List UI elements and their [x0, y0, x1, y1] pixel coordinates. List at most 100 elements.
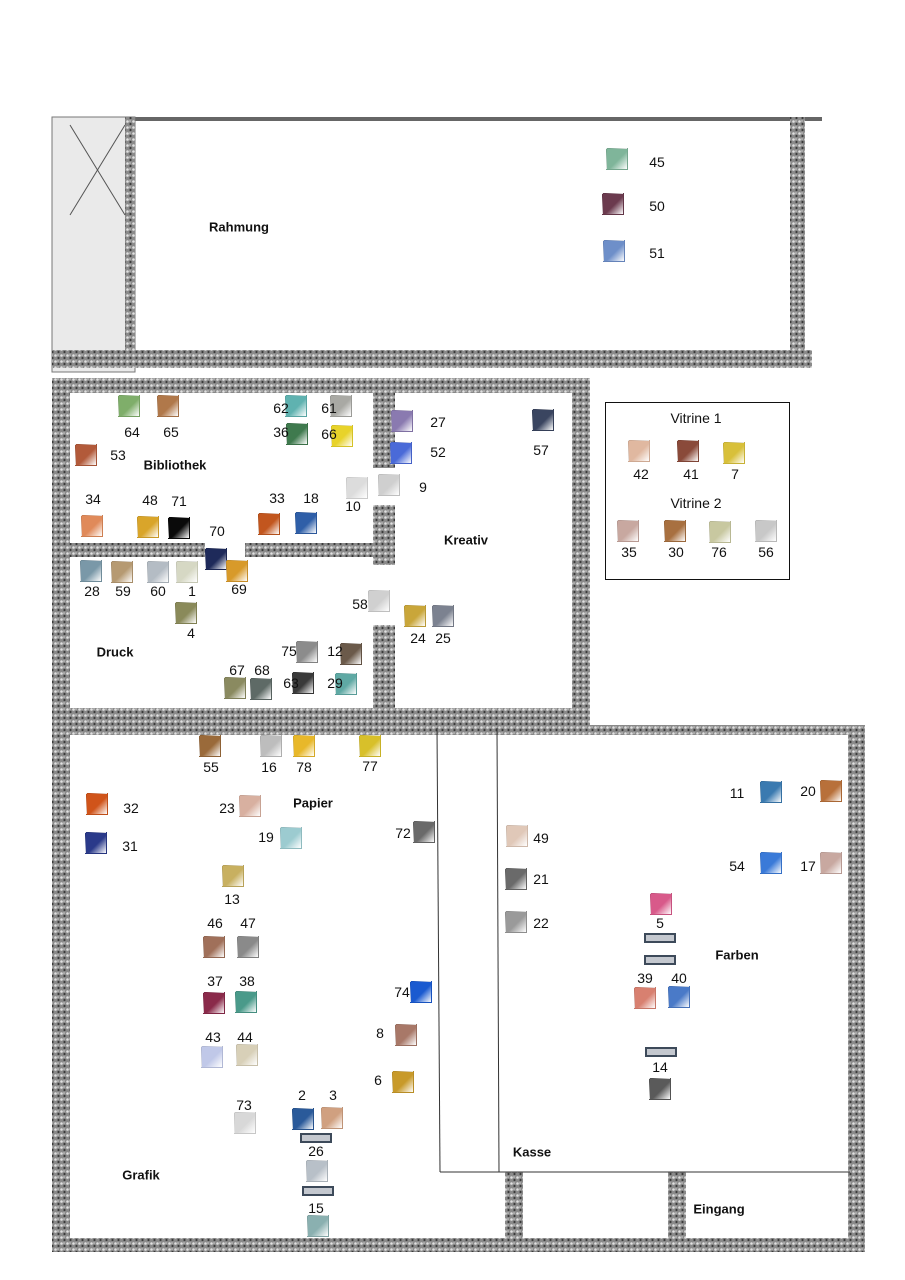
artwork-thumbnail-51[interactable]: [603, 240, 625, 262]
artwork-thumbnail-32[interactable]: [86, 793, 108, 815]
artwork-number-69: 69: [231, 581, 247, 597]
artwork-thumbnail-20[interactable]: [820, 780, 842, 802]
artwork-thumbnail-49[interactable]: [506, 825, 528, 847]
artwork-thumbnail-47[interactable]: [237, 936, 259, 958]
artwork-number-75: 75: [281, 643, 297, 659]
artwork-number-21: 21: [533, 871, 549, 887]
artwork-thumbnail-44[interactable]: [236, 1044, 258, 1066]
artwork-thumbnail-7[interactable]: [723, 442, 745, 464]
artwork-thumbnail-6[interactable]: [392, 1071, 414, 1093]
artwork-thumbnail-18[interactable]: [295, 512, 317, 534]
artwork-thumbnail-8[interactable]: [395, 1024, 417, 1046]
artwork-thumbnail-78[interactable]: [293, 735, 315, 757]
artwork-thumbnail-72[interactable]: [413, 821, 435, 843]
artwork-thumbnail-16[interactable]: [260, 735, 282, 757]
artwork-thumbnail-33[interactable]: [258, 513, 280, 535]
artwork-thumbnail-22[interactable]: [505, 911, 527, 933]
artwork-thumbnail-42[interactable]: [628, 440, 650, 462]
artwork-thumbnail-73[interactable]: [234, 1112, 256, 1134]
artwork-thumbnail-31[interactable]: [85, 832, 107, 854]
artwork-thumbnail-26[interactable]: [306, 1160, 328, 1182]
artwork-thumbnail-54[interactable]: [760, 852, 782, 874]
artwork-number-68: 68: [254, 662, 270, 678]
artwork-thumbnail-58[interactable]: [368, 590, 390, 612]
artwork-thumbnail-1[interactable]: [176, 561, 198, 583]
artwork-thumbnail-38[interactable]: [235, 991, 257, 1013]
artwork-thumbnail-3[interactable]: [321, 1107, 343, 1129]
artwork-thumbnail-11[interactable]: [760, 781, 782, 803]
artwork-thumbnail-14[interactable]: [649, 1078, 671, 1100]
artwork-thumbnail-46[interactable]: [203, 936, 225, 958]
artwork-thumbnail-4[interactable]: [175, 602, 197, 624]
artwork-thumbnail-25[interactable]: [432, 605, 454, 627]
artwork-number-62: 62: [273, 400, 289, 416]
artwork-number-18: 18: [303, 490, 319, 506]
room-label-kasse: Kasse: [512, 1144, 552, 1160]
artwork-thumbnail-36[interactable]: [286, 423, 308, 445]
artwork-thumbnail-41[interactable]: [677, 440, 699, 462]
artwork-thumbnail-2[interactable]: [292, 1108, 314, 1130]
artwork-thumbnail-66[interactable]: [331, 425, 353, 447]
artwork-thumbnail-17[interactable]: [820, 852, 842, 874]
artwork-thumbnail-23[interactable]: [239, 795, 261, 817]
artwork-thumbnail-24[interactable]: [404, 605, 426, 627]
artwork-thumbnail-5[interactable]: [650, 893, 672, 915]
artwork-thumbnail-50[interactable]: [602, 193, 624, 215]
artwork-thumbnail-12[interactable]: [340, 643, 362, 665]
bench: [644, 933, 676, 943]
artwork-thumbnail-60[interactable]: [147, 561, 169, 583]
artwork-number-25: 25: [435, 630, 451, 646]
artwork-thumbnail-62[interactable]: [285, 395, 307, 417]
artwork-thumbnail-35[interactable]: [617, 520, 639, 542]
artwork-thumbnail-52[interactable]: [390, 442, 412, 464]
artwork-thumbnail-13[interactable]: [222, 865, 244, 887]
artwork-thumbnail-40[interactable]: [668, 986, 690, 1008]
artwork-thumbnail-30[interactable]: [664, 520, 686, 542]
artwork-thumbnail-37[interactable]: [203, 992, 225, 1014]
artwork-thumbnail-55[interactable]: [199, 735, 221, 757]
artwork-thumbnail-68[interactable]: [250, 678, 272, 700]
artwork-thumbnail-39[interactable]: [634, 987, 656, 1009]
artwork-thumbnail-64[interactable]: [118, 395, 140, 417]
artwork-thumbnail-28[interactable]: [80, 560, 102, 582]
artwork-thumbnail-69[interactable]: [226, 560, 248, 582]
artwork-thumbnail-74[interactable]: [410, 981, 432, 1003]
artwork-thumbnail-43[interactable]: [201, 1046, 223, 1068]
artwork-thumbnail-15[interactable]: [307, 1215, 329, 1237]
artwork-number-1: 1: [188, 583, 196, 599]
artwork-thumbnail-10[interactable]: [346, 477, 368, 499]
artwork-number-7: 7: [731, 466, 739, 482]
artwork-thumbnail-48[interactable]: [137, 516, 159, 538]
artwork-thumbnail-63[interactable]: [292, 672, 314, 694]
artwork-thumbnail-59[interactable]: [111, 561, 133, 583]
artwork-thumbnail-53[interactable]: [75, 444, 97, 466]
artwork-thumbnail-19[interactable]: [280, 827, 302, 849]
artwork-number-13: 13: [224, 891, 240, 907]
artwork-thumbnail-34[interactable]: [81, 515, 103, 537]
artwork-thumbnail-56[interactable]: [755, 520, 777, 542]
artwork-thumbnail-57[interactable]: [532, 409, 554, 431]
vitrine-1-label: Vitrine 1: [670, 410, 722, 426]
artwork-thumbnail-71[interactable]: [168, 517, 190, 539]
artwork-number-29: 29: [327, 675, 343, 691]
artwork-thumbnail-61[interactable]: [330, 395, 352, 417]
artwork-thumbnail-29[interactable]: [335, 673, 357, 695]
artwork-thumbnail-67[interactable]: [224, 677, 246, 699]
artwork-thumbnail-75[interactable]: [296, 641, 318, 663]
artwork-thumbnail-27[interactable]: [391, 410, 413, 432]
artwork-number-27: 27: [430, 414, 446, 430]
artwork-number-74: 74: [394, 984, 410, 1000]
artwork-thumbnail-77[interactable]: [359, 735, 381, 757]
artwork-number-5: 5: [656, 915, 664, 931]
artwork-thumbnail-70[interactable]: [205, 548, 227, 570]
vitrine-box: [605, 402, 790, 580]
artwork-thumbnail-45[interactable]: [606, 148, 628, 170]
artwork-thumbnail-65[interactable]: [157, 395, 179, 417]
artwork-thumbnail-76[interactable]: [709, 521, 731, 543]
bench: [645, 1047, 677, 1057]
artwork-thumbnail-21[interactable]: [505, 868, 527, 890]
artwork-thumbnail-9[interactable]: [378, 474, 400, 496]
artwork-number-39: 39: [637, 970, 653, 986]
